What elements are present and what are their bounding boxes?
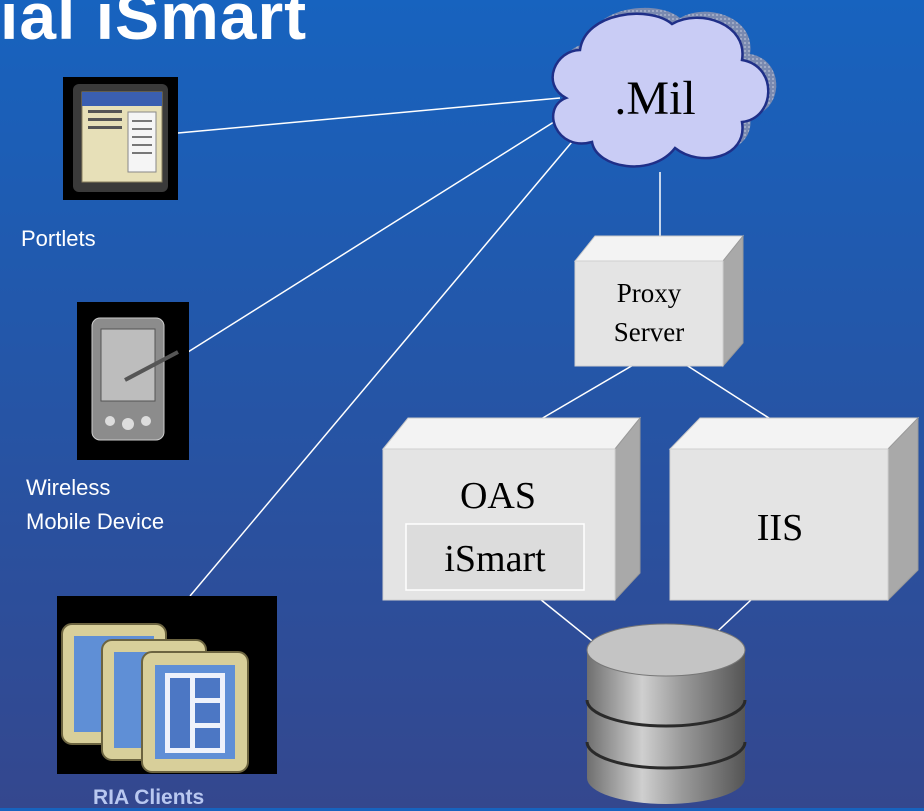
cloud-label: .Mil bbox=[614, 72, 695, 125]
oas-label: OAS bbox=[460, 475, 536, 517]
wireless-label-line1: Wireless bbox=[26, 475, 111, 500]
pda-icon bbox=[77, 302, 189, 460]
cloud-node bbox=[551, 7, 777, 168]
wireless-label-line2: Mobile Device bbox=[26, 509, 165, 534]
ria-clients-icon bbox=[57, 596, 277, 774]
page-title: ial iSmart bbox=[0, 0, 308, 53]
proxy-label-line2: Server bbox=[614, 317, 684, 347]
proxy-label-line1: Proxy bbox=[617, 278, 682, 308]
iis-label: IIS bbox=[757, 507, 803, 549]
line-portlets-cloud bbox=[177, 97, 561, 134]
connector-lines bbox=[177, 97, 798, 658]
oas-box bbox=[381, 416, 642, 602]
line-wireless-cloud bbox=[187, 114, 566, 353]
database-icon bbox=[585, 623, 747, 804]
portlets-icon bbox=[63, 77, 178, 200]
ria-clients-label: RIA Clients bbox=[93, 786, 205, 809]
ismart-label: iSmart bbox=[444, 538, 546, 580]
portlets-label: Portlets bbox=[21, 226, 96, 251]
proxy-server-box bbox=[573, 234, 745, 368]
line-ria-cloud bbox=[189, 129, 583, 597]
iis-box bbox=[668, 416, 920, 602]
